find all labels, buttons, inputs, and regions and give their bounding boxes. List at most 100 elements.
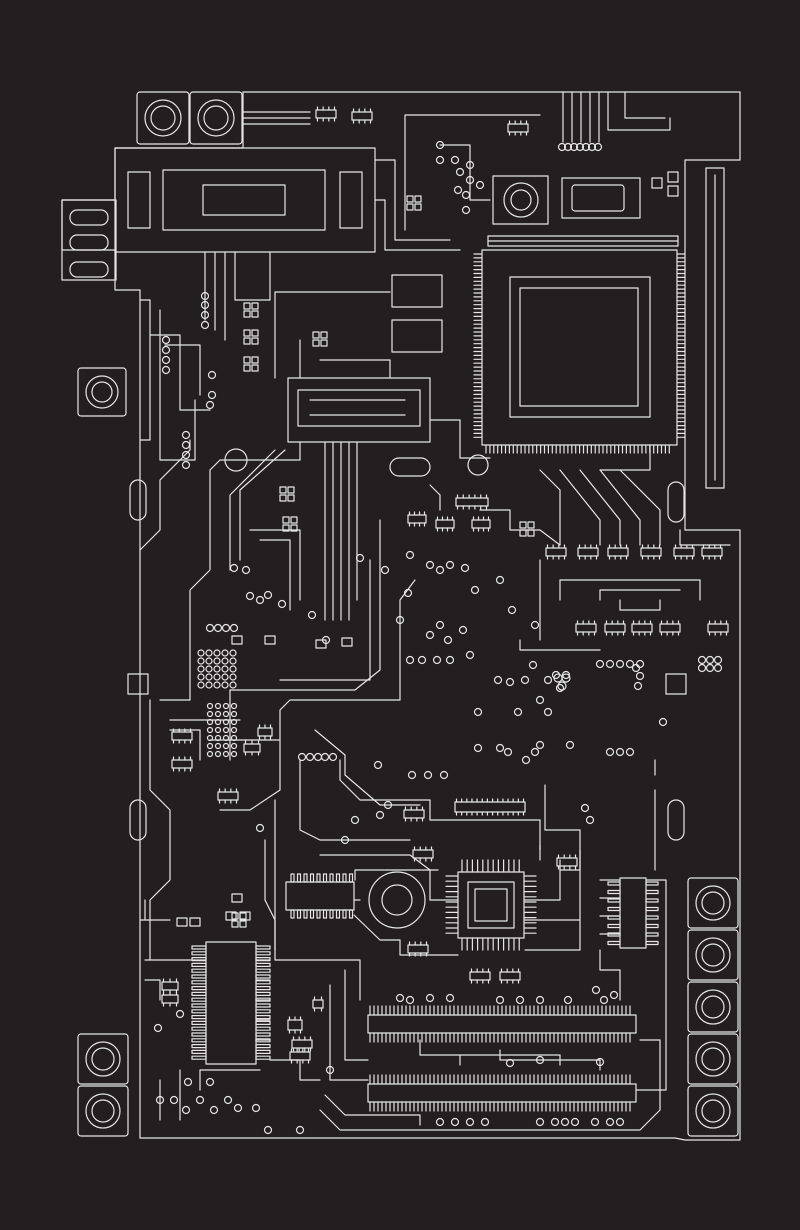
via bbox=[397, 617, 404, 624]
via bbox=[235, 1105, 242, 1112]
via bbox=[327, 1067, 334, 1074]
via bbox=[532, 749, 539, 756]
dip-pin bbox=[646, 899, 658, 902]
via bbox=[457, 169, 464, 176]
via bbox=[607, 1119, 614, 1126]
dip-pin bbox=[317, 874, 320, 882]
via bbox=[601, 997, 608, 1004]
via bbox=[183, 452, 190, 459]
capacitor bbox=[244, 330, 258, 344]
via bbox=[617, 661, 624, 668]
switch-bottom-left-1 bbox=[78, 1034, 128, 1084]
via bbox=[330, 754, 337, 761]
via bbox=[377, 812, 384, 819]
via bbox=[595, 144, 602, 151]
via bbox=[477, 182, 484, 189]
smd-component bbox=[605, 621, 625, 635]
smd-component bbox=[172, 729, 192, 743]
via bbox=[562, 1119, 569, 1126]
dip-pin bbox=[646, 916, 658, 919]
via bbox=[482, 1119, 489, 1126]
dip-pin bbox=[646, 891, 658, 894]
via bbox=[463, 192, 470, 199]
via bbox=[447, 657, 454, 664]
dip-pin bbox=[330, 910, 333, 918]
via bbox=[207, 402, 214, 409]
via bbox=[607, 661, 614, 668]
via bbox=[515, 709, 522, 716]
via bbox=[441, 772, 448, 779]
square-pad-left bbox=[128, 674, 148, 694]
dip-pin bbox=[256, 946, 270, 949]
via-grid bbox=[232, 744, 237, 749]
via bbox=[163, 347, 170, 354]
via-grid bbox=[232, 728, 237, 733]
via-grid bbox=[206, 674, 212, 680]
dip-pin bbox=[256, 952, 270, 955]
via-grid bbox=[230, 674, 236, 680]
via bbox=[211, 1107, 218, 1114]
via bbox=[407, 657, 414, 664]
smd-component bbox=[218, 789, 238, 803]
smd-component bbox=[244, 741, 260, 755]
dip-pin bbox=[256, 1021, 270, 1024]
switch-right-2 bbox=[688, 930, 738, 980]
smd-component bbox=[408, 942, 428, 956]
via-grid bbox=[222, 658, 228, 664]
via bbox=[407, 997, 414, 1004]
mount-hole-2 bbox=[468, 455, 488, 475]
via bbox=[627, 749, 634, 756]
dip-pin bbox=[192, 1027, 206, 1030]
via bbox=[537, 742, 544, 749]
smd-component bbox=[162, 979, 178, 993]
via bbox=[202, 312, 209, 319]
dip-pin bbox=[256, 1056, 270, 1059]
dip-pin bbox=[192, 1010, 206, 1013]
traces bbox=[140, 112, 730, 1130]
via-grid bbox=[214, 658, 220, 664]
dip-pin bbox=[192, 1016, 206, 1019]
dip-pin bbox=[646, 882, 658, 885]
via bbox=[155, 1025, 162, 1032]
oval-pad bbox=[390, 458, 430, 476]
via bbox=[537, 697, 544, 704]
smd-component bbox=[641, 545, 661, 559]
via bbox=[342, 837, 349, 844]
smd-component bbox=[660, 621, 680, 635]
via bbox=[467, 652, 474, 659]
via bbox=[505, 749, 512, 756]
via-grid bbox=[198, 650, 204, 656]
square-pad bbox=[190, 918, 200, 926]
via bbox=[545, 677, 552, 684]
memory-block-1 bbox=[392, 275, 442, 307]
capacitor bbox=[407, 196, 421, 210]
via-grid bbox=[206, 666, 212, 672]
switch-left-edge bbox=[78, 368, 126, 416]
via bbox=[583, 144, 590, 151]
via bbox=[357, 555, 364, 562]
via bbox=[462, 565, 469, 572]
via bbox=[447, 995, 454, 1002]
smd-component bbox=[352, 109, 372, 123]
via-grid bbox=[230, 650, 236, 656]
smd-component bbox=[455, 799, 525, 815]
via bbox=[405, 590, 412, 597]
via bbox=[562, 674, 570, 682]
via bbox=[507, 679, 514, 686]
smd-component bbox=[313, 997, 323, 1011]
side-jack-left bbox=[62, 200, 116, 280]
via bbox=[571, 144, 578, 151]
dip-pin bbox=[256, 1050, 270, 1053]
via bbox=[437, 1119, 444, 1126]
smd-component bbox=[472, 517, 490, 531]
smd-component bbox=[404, 807, 424, 821]
smd-component bbox=[576, 621, 596, 635]
via bbox=[315, 754, 322, 761]
capacitor bbox=[280, 487, 294, 501]
dip-pin bbox=[317, 910, 320, 918]
via bbox=[537, 1119, 544, 1126]
dip-pin bbox=[324, 910, 327, 918]
via-grid bbox=[214, 674, 220, 680]
dip-pin bbox=[192, 1004, 206, 1007]
dip-pin bbox=[192, 998, 206, 1001]
